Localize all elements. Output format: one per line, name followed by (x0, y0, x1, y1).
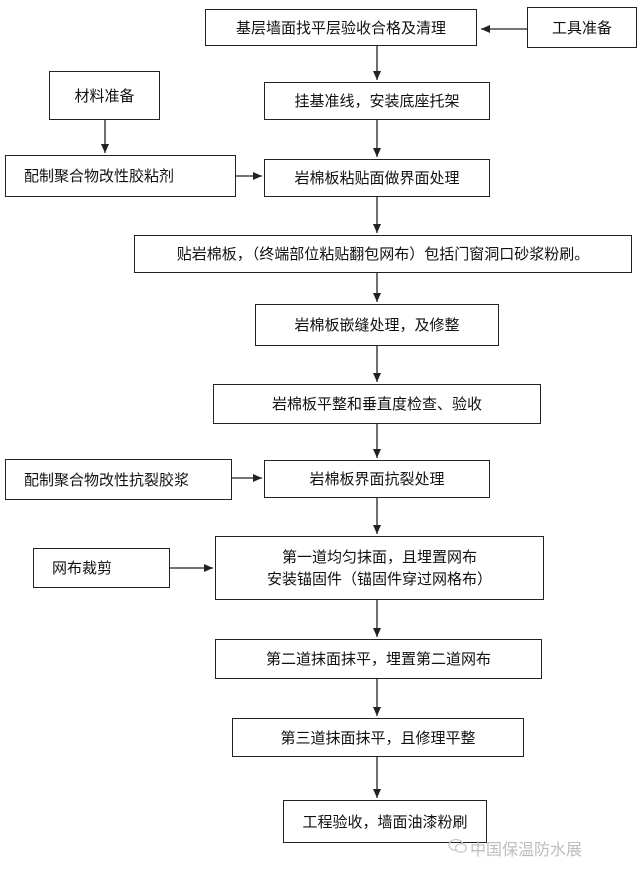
step-6-label: 岩棉板平整和垂直度检查、验收 (271, 395, 482, 413)
step-2-label: 挂基准线，安装底座托架 (294, 92, 460, 110)
step-3-label: 岩棉板粘贴面做界面处理 (294, 169, 460, 187)
step-8-label-line-2: 安装锚固件（锚固件穿过网格布） (266, 570, 492, 588)
step-4-box: 贴岩棉板，（终端部位粘贴翻包网布）包括门窗洞口砂浆粉刷。 (134, 235, 632, 273)
step-5-label: 岩棉板嵌缝处理，及修整 (294, 316, 460, 334)
crack-mortar-prep-box: 配制聚合物改性抗裂胶浆 (5, 459, 232, 500)
step-1-box: 基层墙面找平层验收合格及清理 (205, 9, 477, 46)
materials-prep-label: 材料准备 (74, 86, 135, 105)
step-5-box: 岩棉板嵌缝处理，及修整 (255, 304, 499, 346)
wechat-icon (448, 838, 468, 853)
step-7-box: 岩棉板界面抗裂处理 (264, 460, 490, 498)
tools-prep-label: 工具准备 (551, 18, 612, 37)
step-4-label: 贴岩棉板，（终端部位粘贴翻包网布）包括门窗洞口砂浆粉刷。 (176, 245, 590, 263)
adhesive-prep-box: 配制聚合物改性胶粘剂 (5, 155, 236, 197)
step-2-box: 挂基准线，安装底座托架 (264, 82, 490, 120)
step-10-box: 第三道抹面抹平，且修理平整 (232, 718, 524, 757)
crack-mortar-prep-label: 配制聚合物改性抗裂胶浆 (24, 470, 190, 489)
adhesive-prep-label: 配制聚合物改性胶粘剂 (24, 167, 175, 185)
watermark-text: 中国保温防水展 (470, 840, 583, 859)
step-6-box: 岩棉板平整和垂直度检查、验收 (213, 384, 541, 424)
materials-prep-box: 材料准备 (49, 71, 160, 120)
mesh-cut-label: 网布裁剪 (52, 559, 113, 577)
step-9-label: 第二道抹面抹平，埋置第二道网布 (265, 650, 491, 668)
step-9-box: 第二道抹面抹平，埋置第二道网布 (215, 639, 542, 679)
step-11-label: 工程验收，墙面油漆粉刷 (302, 812, 468, 831)
step-8-label-line-1: 第一道均匀抹面，且埋置网布 (281, 548, 477, 566)
mesh-cut-box: 网布裁剪 (33, 548, 170, 588)
step-10-label: 第三道抹面抹平，且修理平整 (280, 728, 476, 747)
step-7-label: 岩棉板界面抗裂处理 (309, 470, 445, 488)
tools-prep-box: 工具准备 (527, 7, 637, 48)
step-8-box: 第一道均匀抹面，且埋置网布 安装锚固件（锚固件穿过网格布） (215, 536, 544, 600)
step-1-label: 基层墙面找平层验收合格及清理 (235, 18, 446, 37)
step-3-box: 岩棉板粘贴面做界面处理 (264, 159, 490, 197)
step-11-box: 工程验收，墙面油漆粉刷 (283, 800, 487, 843)
